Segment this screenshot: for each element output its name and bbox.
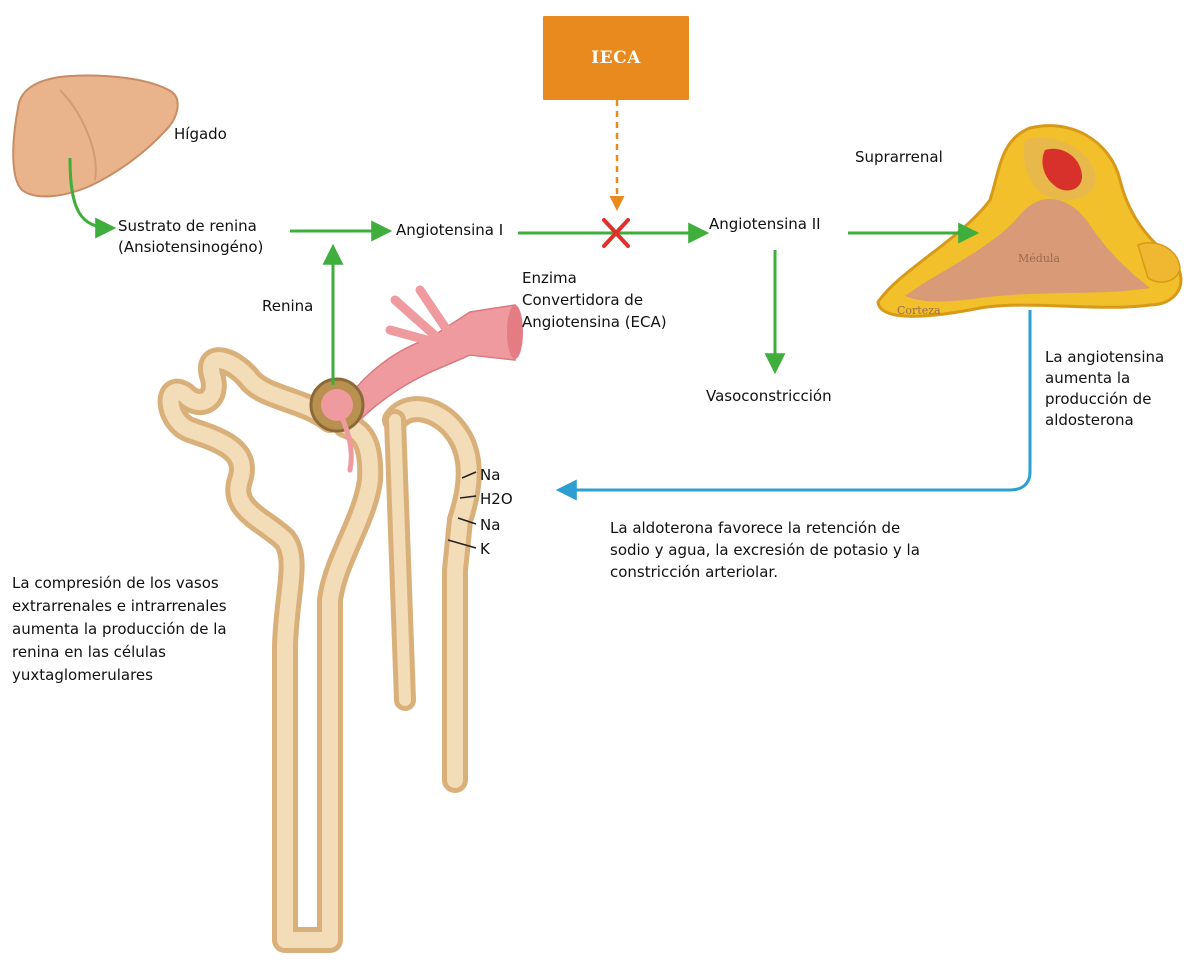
aldosterona-text-line3: producción de — [1045, 389, 1151, 410]
ion-k-label: K — [480, 539, 490, 560]
ieca-box: IECA — [543, 16, 689, 100]
compresion-text-line2: extrarrenales e intrarrenales — [12, 596, 227, 617]
ion-na-label-1: Na — [480, 465, 500, 486]
enzima-label-line1: Enzima — [522, 268, 577, 289]
enzima-label-line3: Angiotensina (ECA) — [522, 312, 667, 333]
compresion-text-line4: renina en las células — [12, 642, 166, 663]
aldosterona-text-line4: aldosterona — [1045, 410, 1134, 431]
ion-h2o-label: H2O — [480, 489, 513, 510]
higado-label: Hígado — [174, 124, 227, 145]
renina-label: Renina — [262, 296, 313, 317]
vasoconstriccion-label: Vasoconstricción — [706, 386, 832, 407]
ieca-label: IECA — [591, 48, 641, 68]
angiotensina-1-label: Angiotensina I — [396, 220, 503, 241]
angiotensina-2-label: Angiotensina II — [709, 214, 821, 235]
compresion-text-line5: yuxtaglomerulares — [12, 665, 153, 686]
sustrato-label-line2: (Ansiotensinogéno) — [118, 237, 263, 258]
nephron-icon — [171, 360, 469, 940]
sustrato-label-line1: Sustrato de renina — [118, 216, 257, 237]
ion-na-label-2: Na — [480, 515, 500, 536]
medula-label: Médula — [1018, 248, 1060, 269]
enzima-label-line2: Convertidora de — [522, 290, 643, 311]
compresion-text-line3: aumenta la producción de la — [12, 619, 227, 640]
retencion-text-line2: sodio y agua, la excresión de potasio y … — [610, 540, 920, 561]
aldosterona-text-line1: La angiotensina — [1045, 347, 1164, 368]
suprarrenal-label: Suprarrenal — [855, 147, 943, 168]
aldosterona-text-line2: aumenta la — [1045, 368, 1130, 389]
compresion-text-line1: La compresión de los vasos — [12, 573, 219, 594]
retencion-text-line1: La aldoterona favorece la retención de — [610, 518, 900, 539]
liver-icon — [13, 76, 177, 197]
retencion-text-line3: constricción arteriolar. — [610, 562, 778, 583]
corteza-label: Corteza — [897, 300, 941, 321]
